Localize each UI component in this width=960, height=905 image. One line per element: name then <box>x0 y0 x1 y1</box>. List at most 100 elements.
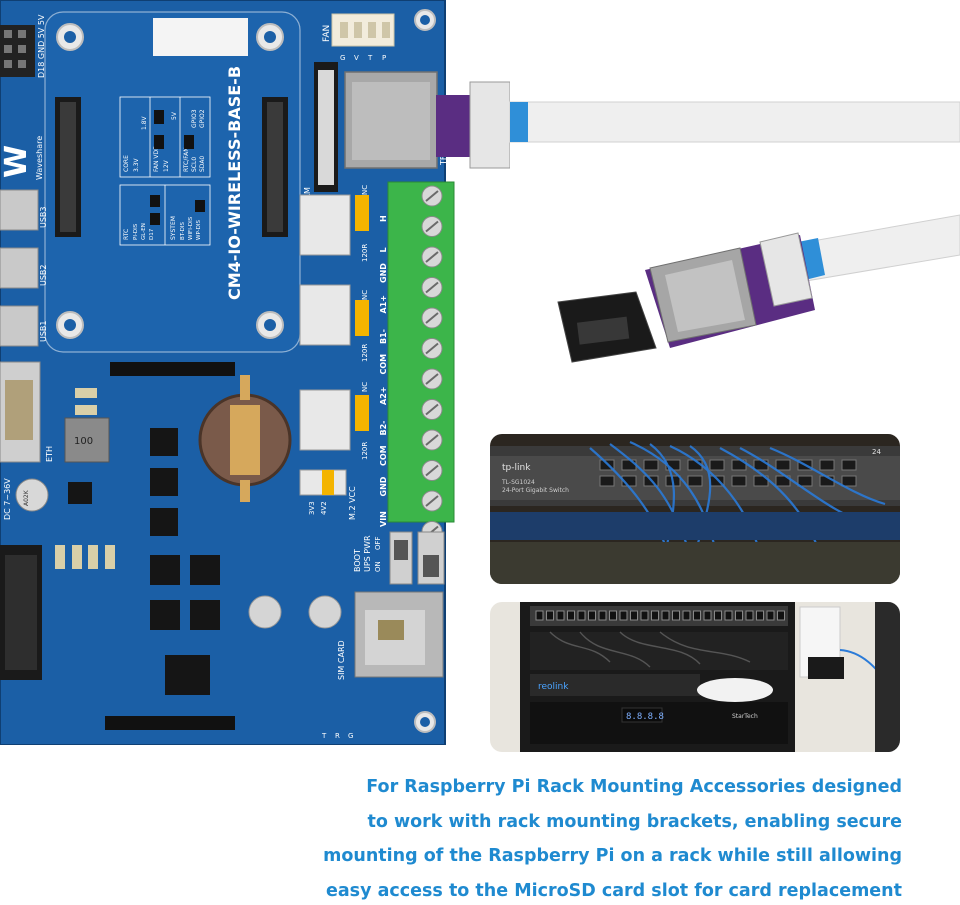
switch-port <box>643 459 659 471</box>
patch-port <box>651 610 659 621</box>
rtc-fan-label: RTC/FAN <box>183 147 190 172</box>
patch-port <box>766 610 775 621</box>
patch-port <box>672 610 680 621</box>
patch-port <box>714 610 722 621</box>
terminal-label: H <box>379 215 388 222</box>
gpio-header-label: D18 GND 5V 5V <box>37 14 46 78</box>
jumper-label-2: 120R <box>361 244 369 262</box>
pi-dis-label: PI-DIS <box>133 223 139 240</box>
terminal-screw-slot <box>425 342 439 355</box>
terminal-label: GND <box>379 476 388 496</box>
usb3-label: USB3 <box>39 206 48 228</box>
patch-port <box>609 610 617 621</box>
usb1-label: USB1 <box>39 320 48 342</box>
switch-port <box>709 459 725 471</box>
scl0-label: SCL0 <box>191 157 198 172</box>
patch-port <box>556 610 565 621</box>
patch-port <box>756 610 764 621</box>
switch-port <box>797 475 813 487</box>
terminal-label: VIN <box>379 511 388 527</box>
bt-dis-label: BT-DIS <box>180 222 186 240</box>
switch-port-number: 24 <box>872 448 881 456</box>
caption-line-3: mounting of the Raspberry Pi on a rack w… <box>323 846 902 866</box>
terminal-label: B2- <box>379 421 388 436</box>
core-label: CORE <box>123 155 130 172</box>
patch-port <box>630 610 638 621</box>
fan-label: FAN <box>322 25 332 42</box>
ups-pwr-label: UPS PWR <box>363 535 372 572</box>
waveshare-brand-label: Waveshare <box>35 136 44 180</box>
terminal-screw-slot <box>425 495 439 507</box>
patch-port <box>724 610 733 621</box>
switch-port <box>599 475 615 487</box>
terminal-screw-slot <box>425 312 439 324</box>
terminal-label: COM <box>379 354 388 375</box>
terminal-label: B1- <box>379 329 388 344</box>
v18-label: 1.8V <box>141 115 148 130</box>
trg-label-r: R <box>335 732 340 740</box>
patch-port <box>598 610 607 621</box>
patch-port <box>577 610 586 621</box>
off-label: OFF <box>374 536 382 550</box>
v12-label: 12V <box>163 159 170 172</box>
switch-port <box>841 475 857 487</box>
rack-display-readout: 8.8.8.8 <box>626 712 664 722</box>
switch-ports <box>599 459 857 487</box>
rack-cabinet-photo: reolink 8.8.8.8 StarTech <box>490 602 900 752</box>
rtc-label: RTC <box>123 229 130 240</box>
waveshare-logo: W <box>0 145 34 178</box>
v3v3-label: 3V3 <box>308 501 316 515</box>
switch-port <box>753 459 769 471</box>
on-label: ON <box>374 561 382 572</box>
terminal-screw-slot <box>425 464 439 477</box>
trg-label-g: G <box>348 732 353 740</box>
switch-port <box>731 475 747 487</box>
patch-port <box>703 610 712 621</box>
patch-port <box>588 610 596 621</box>
tf-label: TF <box>439 155 448 166</box>
patch-port <box>693 610 701 621</box>
switch-brand: tp-link <box>502 463 531 473</box>
sda0-label: SDA0 <box>199 156 206 172</box>
terminal-screw-slot <box>425 220 439 233</box>
patch-port <box>546 610 554 621</box>
gl-en-label: GL-EN <box>141 223 147 240</box>
v33-label: 3.3V <box>133 157 140 172</box>
jumper-label-5: NC <box>361 382 369 392</box>
caption-line-2: to work with rack mounting brackets, ena… <box>367 811 902 832</box>
boot-label: BOOT <box>353 549 362 572</box>
jumper-label-4: 120R <box>361 344 369 362</box>
caption-line-1: For Raspberry Pi Rack Mounting Accessori… <box>366 777 902 797</box>
wifi-dis-label: WIFI-DIS <box>188 216 194 240</box>
usb2-label: USB2 <box>39 264 48 286</box>
terminal-screws <box>421 185 443 542</box>
patch-port <box>777 610 785 621</box>
patch-port <box>682 610 691 621</box>
terminal-screw-slot <box>425 403 439 416</box>
jumper-label-1: NC <box>361 185 369 195</box>
startech-brand: StarTech <box>732 713 758 720</box>
terminal-screw-slot <box>425 281 439 294</box>
v4v2-label: 4V2 <box>320 501 328 515</box>
fan-pin-v: V <box>354 54 359 62</box>
caption-line-4: easy access to the MicroSD card slot for… <box>326 880 902 901</box>
capacitor-marking: A02K <box>23 489 30 506</box>
fan-vdd-label: FAN VDD <box>153 145 160 172</box>
m2-vcc-label: M.2 VCC <box>348 486 357 520</box>
patch-port <box>745 610 754 621</box>
gpio02-label: GPIO2 <box>199 109 206 128</box>
gpio03-label: GPIO3 <box>191 109 198 128</box>
terminal-label: COM <box>379 445 388 466</box>
terminal-label: A1+ <box>379 295 388 313</box>
v5-label: 5V <box>171 111 178 120</box>
sim-card-label: SIM CARD <box>337 640 346 680</box>
patch-port <box>661 610 670 621</box>
rack-switch-photo: tp-link TL-SG1024 24-Port Gigabit Switch… <box>490 434 900 584</box>
switch-port <box>775 475 791 487</box>
switch-port <box>775 459 791 471</box>
terminal-screw-slot <box>425 373 439 385</box>
terminal-screw-slot <box>425 190 439 202</box>
d17-label: D17 <box>149 228 155 240</box>
inductor-marking: 100 <box>74 436 93 447</box>
